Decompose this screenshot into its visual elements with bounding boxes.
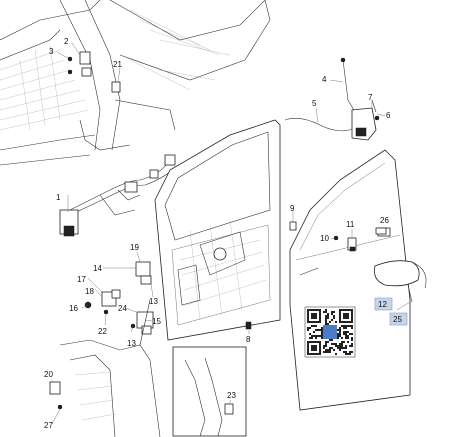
qr-code-icon bbox=[304, 306, 356, 358]
lower-left-body bbox=[49, 299, 161, 437]
callout-24: 24 bbox=[118, 304, 127, 313]
callout-3: 3 bbox=[49, 47, 54, 56]
upper-hinge-parts bbox=[67, 51, 121, 93]
callout-19: 19 bbox=[130, 243, 139, 252]
callout-11: 11 bbox=[346, 220, 355, 229]
callout-22: 22 bbox=[98, 327, 107, 336]
callout-17: 17 bbox=[77, 275, 86, 284]
callout-25: 25 bbox=[393, 315, 402, 324]
wiring-harness bbox=[59, 154, 179, 237]
highlighted-callouts: 12 25 bbox=[374, 297, 408, 326]
callout-26: 26 bbox=[380, 216, 389, 225]
callout-12: 12 bbox=[378, 300, 387, 309]
callout-5: 5 bbox=[312, 99, 317, 108]
door-inner-frame bbox=[154, 119, 281, 341]
callout-10: 10 bbox=[320, 234, 329, 243]
outside-handle bbox=[374, 260, 427, 303]
callout-23: 23 bbox=[227, 391, 236, 400]
leader-lines bbox=[51, 42, 411, 425]
callout-13: 13 bbox=[149, 297, 158, 306]
callout-16: 16 bbox=[69, 304, 78, 313]
callout-14: 14 bbox=[93, 264, 102, 273]
body-side-structure bbox=[0, 0, 271, 166]
callout-1: 1 bbox=[56, 193, 61, 202]
callout-18: 18 bbox=[85, 287, 94, 296]
detail-inset bbox=[172, 346, 247, 437]
callout-21: 21 bbox=[113, 60, 122, 69]
callout-6: 6 bbox=[386, 111, 391, 120]
callout-2: 2 bbox=[64, 37, 69, 46]
clip-26 bbox=[375, 227, 387, 235]
callout-8: 8 bbox=[246, 335, 251, 344]
callout-4: 4 bbox=[322, 75, 327, 84]
callout-9: 9 bbox=[290, 204, 295, 213]
callout-7: 7 bbox=[368, 93, 373, 102]
callout-13b: 13 bbox=[127, 339, 136, 348]
callout-labels: 1 2 3 4 5 6 7 8 9 10 11 13 14 15 16 17 1… bbox=[44, 37, 391, 430]
callout-20: 20 bbox=[44, 370, 53, 379]
callout-27: 27 bbox=[44, 421, 53, 430]
callout-15: 15 bbox=[152, 317, 161, 326]
latch-rod-assembly bbox=[284, 57, 380, 141]
